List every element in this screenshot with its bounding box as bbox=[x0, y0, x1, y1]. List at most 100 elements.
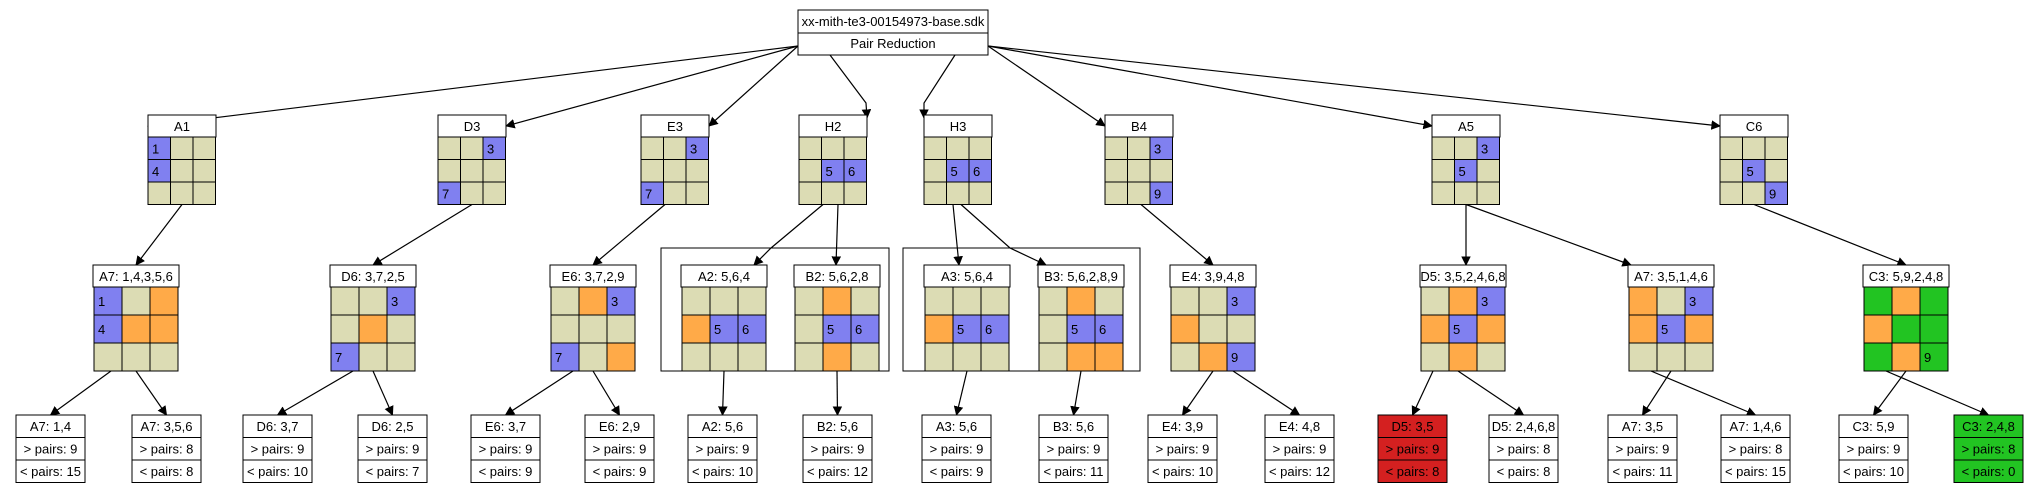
leaf-more-pairs: > pairs: 9 bbox=[1616, 442, 1670, 457]
level2-cell bbox=[1656, 286, 1686, 316]
leaf-row bbox=[1264, 459, 1335, 483]
level2-cell bbox=[952, 286, 982, 316]
leaf-more-pairs: > pairs: 9 bbox=[696, 442, 750, 457]
level2-cell bbox=[386, 314, 416, 344]
level1-cell bbox=[192, 136, 216, 160]
level1-cell bbox=[460, 136, 484, 160]
level1-cell bbox=[1104, 181, 1128, 205]
leaf-row bbox=[357, 459, 428, 483]
tree-edge bbox=[1650, 370, 1757, 417]
leaf-row bbox=[687, 459, 758, 483]
level2-cell bbox=[578, 342, 608, 372]
level2-cell bbox=[1198, 286, 1228, 316]
root-title: xx-mith-te3-00154973-base.sdk bbox=[802, 14, 985, 29]
level2-cell bbox=[550, 342, 580, 372]
tree-edge bbox=[708, 45, 799, 127]
level2-cell bbox=[1476, 342, 1506, 372]
level2-cell bbox=[1170, 314, 1200, 344]
level2-digit: 5 bbox=[1071, 322, 1078, 337]
level1-cell bbox=[1149, 181, 1173, 205]
level2-digit: 6 bbox=[855, 322, 862, 337]
leaf-label: E4: 3,9 bbox=[1162, 419, 1203, 434]
edge-layer bbox=[49, 45, 1990, 417]
level2-cell bbox=[924, 286, 954, 316]
leaf-more-pairs: > pairs: 9 bbox=[1386, 442, 1440, 457]
level2-label: A2: 5,6,4 bbox=[698, 269, 750, 284]
leaf-more-pairs: > pairs: 9 bbox=[251, 442, 305, 457]
level2-cell bbox=[1094, 286, 1124, 316]
level2-cell bbox=[121, 286, 151, 316]
level1-cell bbox=[1104, 136, 1128, 160]
level1-cell bbox=[843, 181, 867, 205]
level2-node: E4: 3,9,4,839 bbox=[1169, 264, 1257, 372]
level2-cell bbox=[386, 342, 416, 372]
level2-cell bbox=[149, 314, 179, 344]
leaf-node: D6: 2,5> pairs: 9< pairs: 7 bbox=[357, 414, 428, 483]
level1-cell bbox=[946, 181, 970, 205]
level2-cell bbox=[1684, 314, 1714, 344]
leaf-node: D5: 3,5> pairs: 9< pairs: 8 bbox=[1377, 414, 1448, 483]
leaf-node: A7: 3,5,6> pairs: 8< pairs: 8 bbox=[131, 414, 202, 483]
leaf-node: A7: 1,4> pairs: 9< pairs: 15 bbox=[15, 414, 86, 483]
leaf-less-pairs: < pairs: 9 bbox=[479, 464, 533, 479]
level1-digit: 5 bbox=[951, 164, 958, 179]
level2-cell bbox=[1684, 342, 1714, 372]
leaf-more-pairs: > pairs: 9 bbox=[593, 442, 647, 457]
level2-label: A3: 5,6,4 bbox=[941, 269, 993, 284]
level1-cell bbox=[923, 181, 947, 205]
level2-cell bbox=[1628, 286, 1658, 316]
tree-edge bbox=[1465, 203, 1632, 267]
level2-cell bbox=[1170, 342, 1200, 372]
tree-edge bbox=[147, 45, 799, 130]
level2-label: C3: 5,9,2,4,8 bbox=[1869, 269, 1943, 284]
level2-cell bbox=[1863, 342, 1893, 372]
level2-node: A7: 3,5,1,4,635 bbox=[1627, 264, 1715, 372]
level1-cell bbox=[170, 159, 194, 183]
level2-cell bbox=[1628, 314, 1658, 344]
tree-edge bbox=[49, 370, 112, 416]
level1-cell bbox=[1104, 159, 1128, 183]
level1-cell bbox=[798, 181, 822, 205]
level1-cell bbox=[798, 136, 822, 160]
cluster-box bbox=[660, 247, 890, 372]
level2-digit: 7 bbox=[555, 350, 562, 365]
level1-digit: 6 bbox=[848, 164, 855, 179]
tree-edge bbox=[987, 45, 1721, 130]
root-node: xx-mith-te3-00154973-base.sdk Pair Reduc… bbox=[797, 9, 989, 56]
leaf-layer: A7: 1,4> pairs: 9< pairs: 15 A7: 3,5,6> p… bbox=[15, 414, 2024, 483]
leaf-label: A7: 1,4 bbox=[30, 419, 71, 434]
level2-cell bbox=[1038, 342, 1068, 372]
level1-cell bbox=[821, 181, 845, 205]
level2-cell bbox=[1919, 286, 1949, 316]
level1-cell bbox=[663, 181, 687, 205]
leaf-more-pairs: > pairs: 8 bbox=[1497, 442, 1551, 457]
tree-edge bbox=[1070, 370, 1082, 416]
level2-cell bbox=[794, 314, 824, 344]
level2-cell bbox=[1476, 314, 1506, 344]
leaf-more-pairs: > pairs: 9 bbox=[1847, 442, 1901, 457]
level2-node: D5: 3,5,2,4,6,835 bbox=[1419, 264, 1507, 372]
level1-cell bbox=[1431, 159, 1455, 183]
leaf-row bbox=[584, 459, 655, 483]
level2-cell bbox=[681, 342, 711, 372]
level2-cell bbox=[924, 342, 954, 372]
level1-label: B4 bbox=[1131, 119, 1147, 134]
level2-cell bbox=[330, 314, 360, 344]
leaf-label: D6: 3,7 bbox=[257, 419, 299, 434]
level2-cell bbox=[1066, 342, 1096, 372]
leaf-more-pairs: > pairs: 8 bbox=[1729, 442, 1783, 457]
level1-digit: 6 bbox=[973, 164, 980, 179]
tree-edge bbox=[1232, 370, 1301, 416]
level1-cell bbox=[1127, 136, 1151, 160]
level2-digit: 5 bbox=[714, 322, 721, 337]
level1-cell bbox=[685, 181, 709, 205]
level1-cell bbox=[1149, 159, 1173, 183]
level2-digit: 4 bbox=[98, 322, 105, 337]
level1-cell bbox=[460, 159, 484, 183]
level1-digit: 7 bbox=[442, 186, 449, 201]
level2-label: D5: 3,5,2,4,6,8 bbox=[1420, 269, 1505, 284]
level2-digit: 6 bbox=[985, 322, 992, 337]
